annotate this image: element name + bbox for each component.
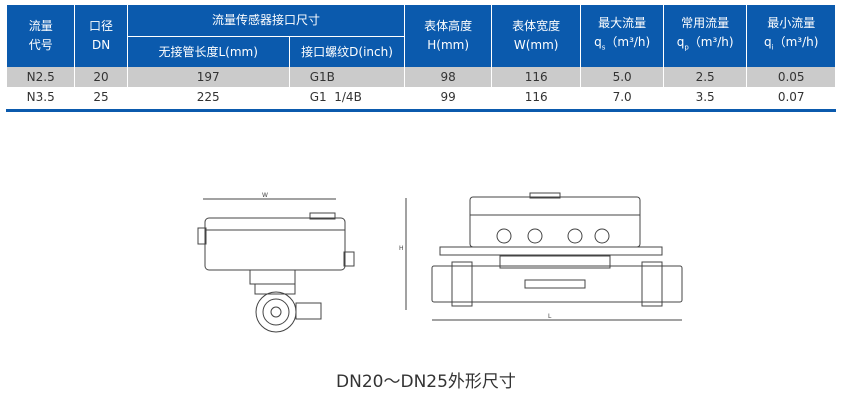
label-w: W: [262, 192, 268, 199]
cell: 7.0: [612, 90, 632, 104]
cell: 20: [75, 67, 127, 87]
cell: G1B: [289, 67, 405, 87]
cell: 225: [196, 90, 220, 104]
front-view-drawing: H L: [399, 192, 683, 321]
figure-caption: DN20～DN25外形尺寸: [336, 372, 516, 392]
cell: 98: [405, 67, 491, 87]
label-h: H: [399, 245, 404, 252]
side-view-drawing: W: [197, 192, 355, 333]
cell: 2.5: [663, 67, 747, 87]
table-bottom-rule: [6, 109, 836, 112]
label-l: L: [548, 313, 552, 320]
cell: 116: [491, 67, 581, 87]
cell: 5.0: [581, 67, 663, 87]
cell: 0.05: [747, 67, 835, 87]
cell: 116: [524, 90, 548, 104]
header-thread: 接口螺纹D(inch): [289, 37, 405, 67]
cell: 25: [93, 90, 109, 104]
cell: 99: [440, 90, 456, 104]
header-length: 无接管长度L(mm): [127, 37, 289, 67]
table-row: N3.5 25 225 G1 1/4B 99 116 7.0 3.5 0.07: [7, 87, 835, 107]
cell: 3.5: [695, 90, 715, 104]
cell: 0.07: [777, 90, 805, 104]
cell: N2.5: [7, 67, 75, 87]
cell: G1 1/4B: [309, 90, 362, 104]
header-code: 流量代号: [7, 5, 75, 67]
cell: 197: [127, 67, 289, 87]
cell: N3.5: [26, 90, 55, 104]
header-sensor-group: 流量传感器接口尺寸: [127, 5, 405, 37]
